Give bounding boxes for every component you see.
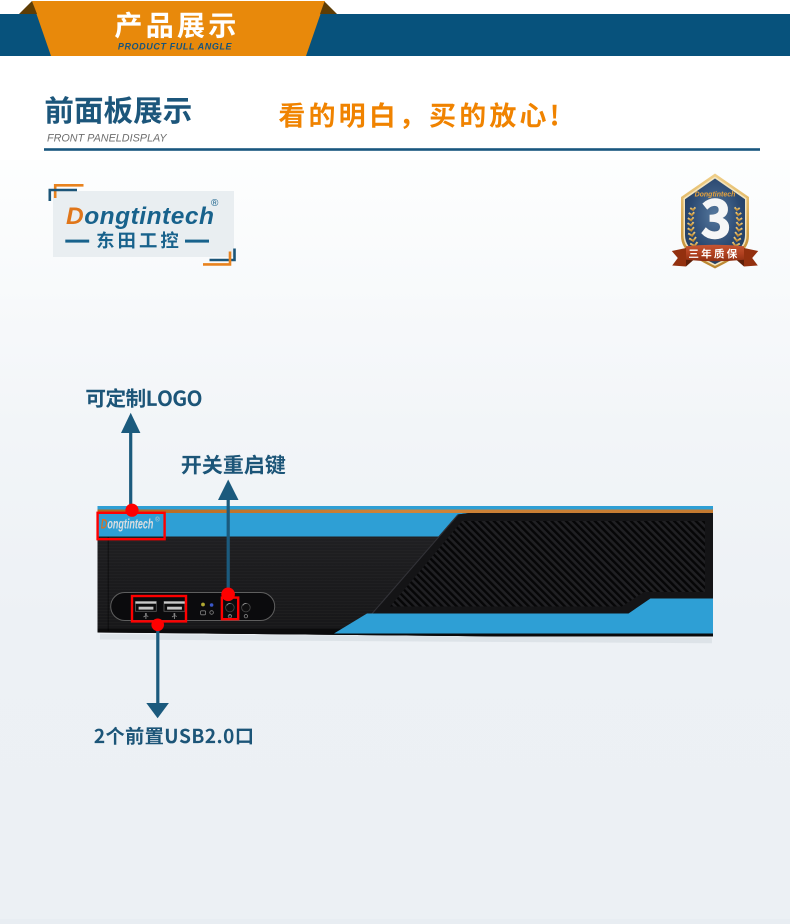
svg-text:Dongtintech: Dongtintech [695,192,736,199]
svg-text:Dongtintech: Dongtintech [66,203,214,230]
svg-text:®: ® [211,198,219,209]
svg-text:FRONT PANELDISPLAY: FRONT PANELDISPLAY [47,133,167,145]
svg-text:Dongtintech: Dongtintech [101,517,154,532]
svg-text:PRODUCT FULL ANGLE: PRODUCT FULL ANGLE [118,42,233,52]
svg-text:®: ® [155,517,160,524]
